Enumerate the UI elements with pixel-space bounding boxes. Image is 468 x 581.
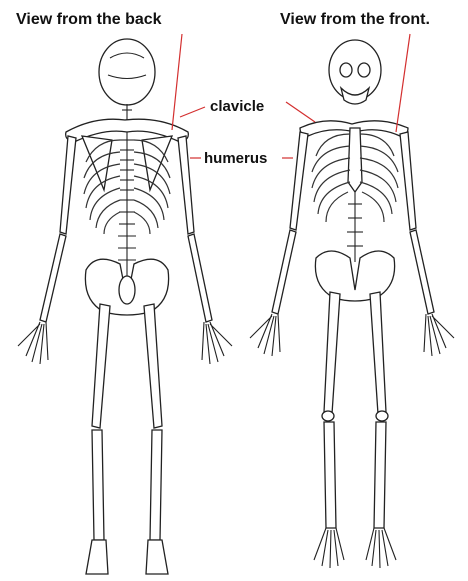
back-left-hand	[18, 322, 48, 364]
front-left-foot	[314, 528, 344, 568]
front-skull	[329, 40, 381, 100]
leader-front-view	[396, 34, 410, 132]
front-left-tibia	[324, 422, 336, 528]
front-right-tibia	[374, 422, 386, 528]
front-right-foot	[366, 528, 396, 568]
front-right-eye-socket	[358, 63, 370, 77]
front-right-femur	[370, 292, 386, 414]
back-right-femur	[144, 304, 162, 428]
back-view-label: View from the back	[16, 12, 162, 28]
back-left-femur	[92, 304, 110, 428]
leader-clavicle-front	[286, 102, 315, 122]
front-left-humerus	[290, 132, 308, 230]
front-left-femur	[324, 292, 340, 414]
back-left-tibia	[92, 430, 104, 540]
front-left-eye-socket	[340, 63, 352, 77]
front-left-hand	[250, 314, 280, 356]
back-left-scapula	[82, 136, 112, 190]
back-skull	[99, 39, 155, 105]
front-left-patella	[322, 411, 334, 421]
back-right-foot	[146, 540, 168, 574]
skeleton-front-view	[250, 40, 454, 568]
front-right-forearm	[410, 230, 434, 314]
skeleton-back-view	[18, 39, 232, 574]
front-spine	[347, 192, 363, 262]
back-right-humerus	[178, 136, 194, 234]
front-right-humerus	[400, 132, 416, 230]
front-right-hand	[424, 314, 454, 356]
back-left-forearm	[40, 234, 66, 322]
clavicle-label: clavicle	[210, 99, 264, 114]
back-left-humerus	[60, 136, 76, 234]
back-right-forearm	[188, 234, 212, 322]
back-right-tibia	[150, 430, 162, 540]
back-left-foot	[86, 540, 108, 574]
back-right-hand	[202, 322, 232, 364]
leader-clavicle-back	[180, 107, 205, 117]
leader-back-view	[172, 34, 182, 130]
back-sacrum	[119, 276, 135, 304]
front-right-patella	[376, 411, 388, 421]
back-right-scapula	[142, 136, 172, 190]
humerus-label: humerus	[204, 151, 267, 166]
front-left-forearm	[272, 230, 296, 314]
front-view-label: View from the front.	[280, 12, 430, 28]
